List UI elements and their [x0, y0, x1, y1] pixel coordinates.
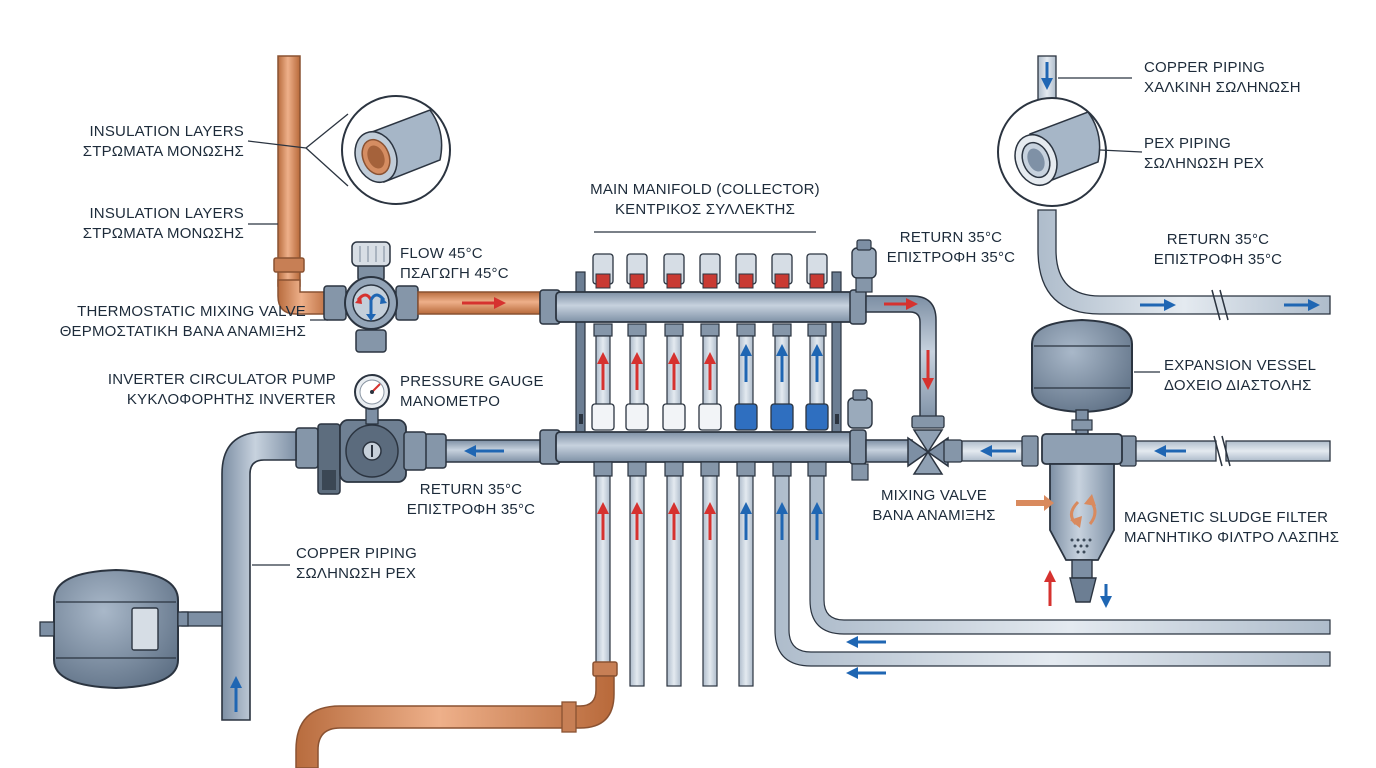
label-insulation-layers-2-el: ΣΤΡΩΜΑΤΑ ΜΟΝΩΣΗΣ — [82, 225, 244, 242]
label-return-bottom-en: RETURN 35°C — [419, 481, 523, 498]
thermostatic-mixing-valve — [323, 241, 419, 353]
label-main-manifold-en: MAIN MANIFOLD (COLLECTOR) — [590, 181, 820, 198]
label-return-top: RETURN 35°C ΕΠΙΣΤΡΟΦΗ 35°C — [876, 228, 1026, 268]
manifold-return-bar — [539, 429, 867, 465]
label-copper-piping-right-el: ΧΑΛΚΙΝΗ ΣΩΛΗΝΩΣΗ — [1144, 79, 1301, 96]
flow-pipe-to-manifold — [417, 291, 541, 315]
left-pex-pipe — [181, 431, 297, 721]
label-insulation-layers-1-el: ΣΤΡΩΜΑΤΑ ΜΟΝΩΣΗΣ — [82, 143, 244, 160]
label-return-right: RETURN 35°C ΕΠΙΣΤΡΟΦΗ 35°C — [1140, 230, 1296, 270]
manifold-circuits — [591, 253, 1331, 687]
top-right-pex-loop — [1037, 55, 1331, 321]
label-thermostatic-mixing-valve-el: ΘΕΡΜΟΣΤΑΤΙΚΗ ΒΑΝΑ ΑΝΑΜΙΞΗΣ — [59, 323, 306, 340]
label-expansion-vessel: EXPANSION VESSEL ΔΟΧΕΙΟ ΔΙΑΣΤΟΛΗΣ — [1164, 356, 1316, 396]
label-pex-piping: PEX PIPING ΣΩΛΗΝΩΣΗ PEX — [1144, 134, 1264, 174]
manifold-circuit-3 — [662, 253, 686, 687]
return-arrow-lower-2-head — [846, 667, 858, 679]
manifold-circuit-5 — [734, 253, 758, 687]
label-sludge-filter-el: ΜΑΓΝΗΤΙΚΟ ΦΙΛΤΡΟ ΛΑΣΠΗΣ — [1124, 529, 1340, 546]
label-thermostatic-mixing-valve-en: THERMOSTATIC MIXING VALVE — [77, 303, 306, 320]
air-vent-bottom — [847, 389, 873, 481]
return-arrow-lower-1-head — [846, 636, 858, 648]
label-insulation-layers-2: INSULATION LAYERS ΣΤΡΩΜΑΤΑ ΜΟΝΩΣΗΣ — [83, 204, 244, 244]
magnetic-sludge-filter — [1016, 433, 1123, 608]
label-pressure-gauge-en: PRESSURE GAUGE — [400, 373, 544, 390]
label-insulation-layers-2-en: INSULATION LAYERS — [89, 205, 244, 222]
label-flow-el: ΠΣΑΓΩΓΗ 45°C — [400, 265, 509, 282]
label-copper-piping-right-en: COPPER PIPING — [1144, 59, 1265, 76]
label-copper-piping-left-en: COPPER PIPING — [296, 545, 417, 562]
label-return-bottom: RETURN 35°C ΕΠΙΣΤΡΟΦΗ 35°C — [396, 480, 546, 520]
label-expansion-vessel-en: EXPANSION VESSEL — [1164, 357, 1317, 374]
label-mixing-valve: MIXING VALVE ΒΑΝΑ ΑΝΑΜΙΞΗΣ — [862, 486, 1006, 526]
bottom-copper-pipe — [295, 661, 618, 768]
expansion-vessel-left — [39, 568, 189, 690]
label-circulator-pump: INVERTER CIRCULATOR PUMP ΚΥΚΛΟΦΟΡΗΤΗΣ IN… — [108, 370, 336, 410]
return-loop-pipe — [865, 295, 937, 421]
mixing-valve — [865, 415, 963, 475]
label-pressure-gauge: PRESSURE GAUGE ΜΑΝΟΜΕΤΡΟ — [400, 372, 544, 412]
manifold-flow-bar — [539, 289, 867, 325]
label-pressure-gauge-el: ΜΑΝΟΜΕΤΡΟ — [400, 393, 501, 410]
leader-lines — [247, 77, 1160, 566]
expansion-vessel-right — [1031, 318, 1133, 441]
label-return-top-el: ΕΠΙΣΤΡΟΦΗ 35°C — [886, 249, 1016, 266]
label-main-manifold: MAIN MANIFOLD (COLLECTOR) ΚΕΝΤΡΙΚΟΣ ΣΥΛΛ… — [560, 180, 850, 220]
label-flow-en: FLOW 45°C — [400, 245, 483, 262]
label-return-right-en: RETURN 35°C — [1166, 231, 1270, 248]
manifold-circuit-4 — [698, 253, 722, 687]
label-mixing-valve-en: MIXING VALVE — [880, 487, 988, 504]
label-expansion-vessel-el: ΔΟΧΕΙΟ ΔΙΑΣΤΟΛΗΣ — [1164, 377, 1312, 394]
label-sludge-filter: MAGNETIC SLUDGE FILTER ΜΑΓΝΗΤΙΚΟ ΦΙΛΤΡΟ … — [1124, 508, 1339, 548]
label-return-bottom-el: ΕΠΙΣΤΡΟΦΗ 35°C — [406, 501, 536, 518]
manifold-circuit-7 — [805, 253, 1331, 635]
label-pex-piping-el: ΣΩΛΗΝΩΣΗ PEX — [1144, 155, 1265, 172]
label-flow: FLOW 45°C ΠΣΑΓΩΓΗ 45°C — [400, 244, 509, 284]
label-copper-piping-left: COPPER PIPING ΣΩΛΗΝΩΣΗ PEX — [296, 544, 417, 584]
left-copper-riser — [273, 55, 331, 315]
manifold-circuit-1 — [591, 253, 615, 673]
inverter-circulator-pump — [295, 419, 427, 495]
label-pex-piping-en: PEX PIPING — [1144, 135, 1232, 152]
manifold-circuit-6 — [770, 253, 1331, 667]
label-sludge-filter-en: MAGNETIC SLUDGE FILTER — [1124, 509, 1329, 526]
manifold-circuit-2 — [625, 253, 649, 687]
label-return-top-en: RETURN 35°C — [899, 229, 1003, 246]
label-insulation-layers-1-en: INSULATION LAYERS — [89, 123, 244, 140]
label-insulation-layers-1: INSULATION LAYERS ΣΤΡΩΜΑΤΑ ΜΟΝΩΣΗΣ — [83, 122, 244, 162]
insulation-detail-zoom — [305, 95, 451, 205]
pex-detail-zoom — [997, 97, 1107, 207]
air-vent-top — [851, 239, 877, 293]
return-line-to-pump — [423, 433, 541, 469]
pressure-gauge — [354, 374, 390, 425]
label-copper-piping-right: COPPER PIPING ΧΑΛΚΙΝΗ ΣΩΛΗΝΩΣΗ — [1144, 58, 1301, 98]
label-main-manifold-el: ΚΕΝΤΡΙΚΟΣ ΣΥΛΛΕΚΤΗΣ — [614, 201, 796, 218]
label-copper-piping-left-el: ΣΩΛΗΝΩΣΗ PEX — [296, 565, 417, 582]
label-mixing-valve-el: ΒΑΝΑ ΑΝΑΜΙΞΗΣ — [872, 507, 996, 524]
return-pipe-right — [961, 435, 1331, 467]
label-return-right-el: ΕΠΙΣΤΡΟΦΗ 35°C — [1153, 251, 1283, 268]
label-circulator-pump-en: INVERTER CIRCULATOR PUMP — [107, 371, 336, 388]
label-circulator-pump-el: ΚΥΚΛΟΦΟΡΗΤΗΣ INVERTER — [126, 391, 336, 408]
label-thermostatic-mixing-valve: THERMOSTATIC MIXING VALVE ΘΕΡΜΟΣΤΑΤΙΚΗ Β… — [60, 302, 306, 342]
